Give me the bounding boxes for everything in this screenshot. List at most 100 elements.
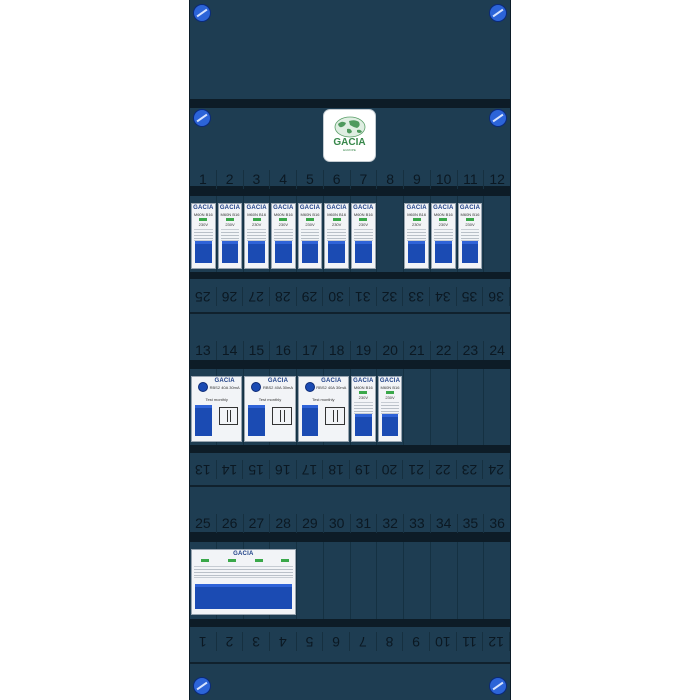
main-switch-toggle[interactable] xyxy=(195,584,292,609)
test-button[interactable] xyxy=(198,382,208,392)
breaker-toggle[interactable] xyxy=(248,405,265,436)
logo-tagline: EUROPE xyxy=(343,148,356,152)
breaker-rating: B16 xyxy=(205,212,213,217)
breaker-brand: GACIA xyxy=(219,205,241,211)
breaker-toggle[interactable] xyxy=(328,241,345,263)
status-indicator xyxy=(305,218,314,221)
slot-number: 17 xyxy=(297,341,324,360)
breaker-toggle[interactable] xyxy=(301,241,319,263)
brand-logo: GACIA EUROPE xyxy=(323,109,376,162)
empty-slot xyxy=(190,196,217,272)
breaker-model: M60N xyxy=(353,385,365,390)
status-indicator xyxy=(359,391,368,394)
breaker-toggle[interactable] xyxy=(195,405,212,436)
wiring-diagram xyxy=(218,407,239,425)
main-switch[interactable]: GACIA xyxy=(191,549,296,615)
slot-number: 4 xyxy=(269,632,297,651)
breaker-toggle[interactable] xyxy=(435,241,452,263)
test-label: Test monthly xyxy=(258,397,282,402)
screw-icon xyxy=(193,4,211,22)
slot-number: 22 xyxy=(431,341,458,360)
rcbo-value: RBS2 xyxy=(316,385,327,390)
status-indicator xyxy=(439,218,448,221)
screw-icon xyxy=(489,109,507,127)
breaker-rating: B16 xyxy=(312,212,320,217)
slot-number: 8 xyxy=(377,170,404,189)
breaker-spec: M60N B16 xyxy=(459,212,482,217)
breaker-voltage: 230V xyxy=(358,395,368,400)
breaker-rating: B16 xyxy=(418,212,427,217)
breaker-toggle[interactable] xyxy=(381,414,399,436)
test-button[interactable] xyxy=(304,382,315,392)
empty-slot xyxy=(458,542,485,619)
slot-number: 31 xyxy=(351,514,378,533)
slot-number: 3 xyxy=(243,632,270,651)
rcbo-spec: RBS2 40A 30mA xyxy=(261,385,294,390)
breaker-model: M60N xyxy=(300,212,312,217)
slot-number: 33 xyxy=(403,287,430,306)
slot-number: 30 xyxy=(323,287,350,306)
test-button[interactable] xyxy=(251,382,262,392)
breaker-model: M60N xyxy=(220,212,232,217)
wiring-diagram xyxy=(271,407,292,425)
breaker-toggle[interactable] xyxy=(301,405,319,436)
slot-number: 30 xyxy=(324,514,351,533)
breaker-brand: GACIA xyxy=(433,205,454,211)
breaker-spec: M60N B16 xyxy=(245,212,268,217)
breaker-toggle[interactable] xyxy=(275,241,292,263)
status-indicator xyxy=(199,218,208,221)
breaker-toggle[interactable] xyxy=(221,241,239,263)
breaker-details xyxy=(354,402,373,414)
breaker-rating: B16 xyxy=(472,212,480,217)
breaker-toggle[interactable] xyxy=(195,241,212,263)
screw-icon xyxy=(489,4,507,22)
breaker-toggle[interactable] xyxy=(461,241,479,263)
slot-number: 15 xyxy=(244,341,271,360)
slot-number: 6 xyxy=(323,632,350,651)
breaker-spec: M60N B16 xyxy=(405,212,428,217)
rcbo-spec: RBS2 40A 30mA xyxy=(208,385,241,390)
breaker-toggle[interactable] xyxy=(355,241,372,263)
empty-slot xyxy=(458,196,485,272)
slot-number: 13 xyxy=(189,460,217,479)
cover-seam xyxy=(190,662,510,664)
empty-slot xyxy=(324,542,351,619)
slot-number: 2 xyxy=(216,632,244,651)
empty-slot xyxy=(377,196,404,272)
slot-number: 33 xyxy=(404,514,431,533)
slot-number: 9 xyxy=(403,632,430,651)
breaker-toggle[interactable] xyxy=(248,241,265,263)
empty-slot xyxy=(404,196,431,272)
slot-number: 23 xyxy=(456,460,484,479)
globe-icon xyxy=(334,116,365,138)
slot-number: 1 xyxy=(190,170,217,189)
breaker-toggle[interactable] xyxy=(408,241,425,263)
breaker-toggle[interactable] xyxy=(355,414,372,436)
slot-number: 10 xyxy=(431,170,458,189)
breaker-spec: M60N B16 xyxy=(352,212,375,217)
slot-number: 29 xyxy=(296,287,324,306)
breaker-model: M60N xyxy=(247,212,258,217)
breaker-model: M60N xyxy=(407,212,418,217)
empty-slot xyxy=(431,542,458,619)
slot-number: 35 xyxy=(458,514,485,533)
breaker-brand: GACIA xyxy=(273,205,294,211)
empty-slot xyxy=(484,196,510,272)
